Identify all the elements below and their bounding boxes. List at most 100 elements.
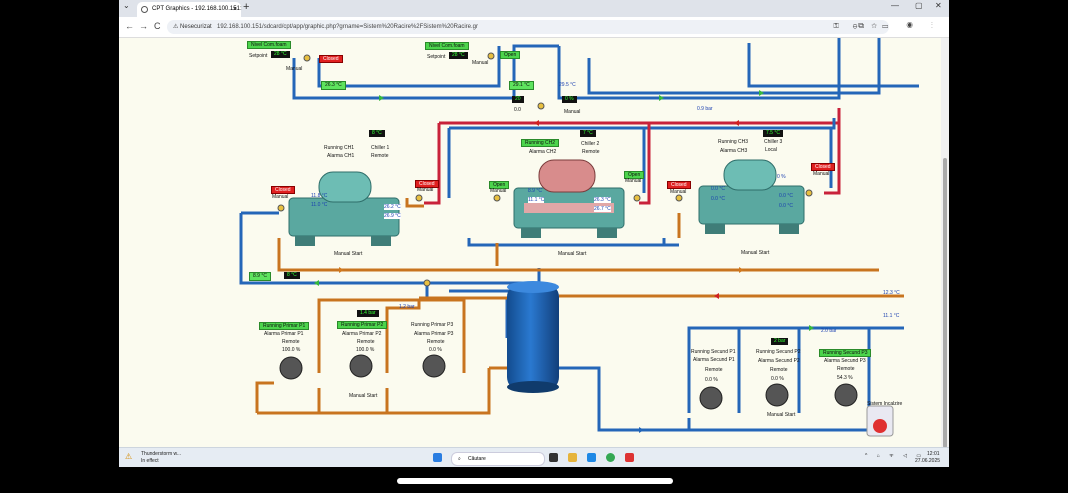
ch2-manual-start[interactable]: Manual Start	[558, 251, 587, 257]
tab-cpt-graphics[interactable]: CPT Graphics - 192.168.100.151: ×	[137, 2, 242, 17]
temp-return: 12.3 °C	[883, 290, 900, 296]
start-icon[interactable]	[433, 453, 442, 462]
sp3-running: Running Secund P3	[819, 349, 872, 357]
ch1-running: Running CH1	[324, 145, 355, 151]
chrome-icon[interactable]	[606, 453, 615, 462]
url-text[interactable]: 192.168.100.151/sdcard/cpt/app/graphic.p…	[217, 24, 478, 30]
browser-toolbar-icons[interactable]: ⧉ ▭ ◉ ⋮	[858, 21, 941, 30]
system-tray-icons[interactable]: ^ ⌂ ᯤ ◁ ▭	[865, 453, 926, 459]
security-indicator[interactable]: ⚠ Nesecurizat	[173, 24, 212, 30]
sp2-alarm: Alarma Secund P2	[758, 358, 800, 364]
ch3-pct: 0 %	[777, 174, 786, 180]
scrollbar-thumb[interactable]	[943, 158, 947, 448]
ch1-manual-start[interactable]: Manual Start	[334, 251, 363, 257]
closed-indicator-top-1[interactable]: Closed	[319, 55, 343, 63]
url-field[interactable]: ⚠ Nesecurizat 192.168.100.151/sdcard/cpt…	[167, 20, 889, 34]
temp-26-3: 26.3 °C	[321, 81, 346, 90]
temp-29-5: 29.5 °C	[559, 82, 576, 88]
ch3-name: Chiller 3	[764, 139, 783, 145]
ch1-temp-out: 11.0 °C	[311, 202, 328, 208]
ch2-temp-out: 11.1 °C	[528, 197, 545, 203]
forward-button[interactable]: →	[139, 21, 148, 31]
app-icon[interactable]	[625, 453, 634, 462]
clock-time[interactable]: 12:01	[927, 451, 940, 457]
open-indicator-top[interactable]: Open	[500, 51, 521, 59]
ch1-manual-right: Manual	[417, 187, 434, 193]
ch3-setpoint-box[interactable]: 7.5 °C	[763, 130, 783, 137]
ch2-open-left[interactable]: Open	[489, 181, 510, 189]
tab-close-icon[interactable]: ×	[232, 6, 237, 13]
clock-date[interactable]: 27.06.2025	[915, 458, 941, 464]
buffer-tank	[507, 281, 559, 393]
close-window-button[interactable]: ✕	[935, 1, 942, 10]
weather-title[interactable]: Thunderstorm w...	[141, 451, 182, 457]
ch3-closed-left[interactable]: Closed	[667, 181, 691, 189]
temp-setpoint-mid[interactable]: 8 °C	[284, 272, 300, 279]
sp2-pressure-box: 2 bar	[771, 338, 789, 345]
back-button[interactable]: ←	[125, 21, 134, 31]
ch3-alarm: Alarma CH3	[720, 148, 748, 154]
setpoint-label-2: Setpoint	[427, 54, 446, 60]
p3-pct: 0.0 %	[429, 347, 442, 353]
ch1-closed-right[interactable]: Closed	[415, 180, 439, 188]
sp3-alarm: Alarma Secund P3	[824, 358, 866, 364]
maximize-button[interactable]: ▢	[915, 1, 923, 10]
reload-button[interactable]: C	[154, 21, 161, 31]
globe-icon	[141, 6, 148, 13]
ch3-manual-start[interactable]: Manual Start	[741, 250, 770, 256]
heating-system-unit	[866, 405, 894, 437]
setpoint-value-2[interactable]: 28 °C	[449, 52, 468, 59]
ch3-running: Running CH3	[718, 139, 749, 145]
p1-pct: 100.0 %	[282, 347, 301, 353]
store-icon[interactable]	[587, 453, 596, 462]
sp1-pct: 0.0 %	[705, 377, 718, 383]
ch1-name: Chiller 1	[371, 145, 390, 151]
tab-search-button[interactable]: ⌄	[123, 1, 130, 10]
p3-alarm: Alarma Primar P3	[414, 331, 454, 337]
sp2-running: Running Secund P2	[756, 349, 801, 355]
sp2-pct: 0.0 %	[771, 376, 784, 382]
home-indicator[interactable]	[397, 478, 673, 484]
ch2-mode: Remote	[582, 149, 600, 155]
p3-running: Running Primar P3	[411, 322, 454, 328]
ch2-alarm: Alarma CH2	[529, 149, 557, 155]
ch3-temp-in: 0.0 °C	[711, 186, 725, 192]
ch1-temp-cond1: 26.2 °C	[384, 204, 401, 210]
taskbar-search[interactable]: ⌕ Căutare	[451, 452, 545, 466]
ch2-manual-left: Manual	[490, 188, 507, 194]
p1-mode: Remote	[282, 339, 300, 345]
primar-manual-start[interactable]: Manual Start	[349, 393, 378, 399]
p2-pressure-box: 1.4 bar	[357, 310, 379, 317]
p2-mode: Remote	[357, 339, 375, 345]
pressure-top: 0.9 bar	[697, 106, 713, 112]
manual-label-2: Manual	[472, 60, 489, 66]
search-icon: ⌕	[458, 456, 461, 462]
ch1-closed-left[interactable]: Closed	[271, 186, 295, 194]
chiller-1-machine	[288, 171, 400, 246]
ch2-open-right[interactable]: Open	[624, 171, 645, 179]
ch3-temp-out: 0.0 °C	[711, 196, 725, 202]
sp1-mode: Remote	[705, 367, 723, 373]
page-scrollbar[interactable]	[941, 38, 949, 448]
sp1-alarm: Alarma Secund P1	[693, 357, 735, 363]
task-view-icon[interactable]	[549, 453, 558, 462]
ch2-setpoint-box[interactable]: 7 °C	[580, 130, 596, 137]
ch2-temp-in: 8.9 °C	[528, 188, 542, 194]
omnibox-icons[interactable]: ⚿ ⊖ ☆	[833, 23, 883, 30]
address-bar: ← → C ⚠ Nesecurizat 192.168.100.151/sdca…	[119, 17, 949, 38]
ch3-mode: Local	[765, 147, 777, 153]
ch1-setpoint-box[interactable]: 8 °C	[369, 130, 385, 137]
setpoint-value-1[interactable]: 28 °C	[271, 51, 290, 58]
temp-supply-left: 8.9 °C	[249, 272, 271, 281]
temp-supply: 11.1 °C	[883, 313, 900, 319]
minimize-button[interactable]: —	[891, 1, 899, 10]
ch3-closed-right[interactable]: Closed	[811, 163, 835, 171]
file-explorer-icon[interactable]	[568, 453, 577, 462]
weather-warning-icon[interactable]: ⚠	[125, 452, 133, 461]
ch1-temp-cond2: 26.9 °C	[384, 213, 401, 219]
new-tab-button[interactable]: +	[243, 1, 250, 13]
ch2-manual-right: Manual	[625, 178, 642, 184]
ch2-temp-cond1: 26.3 °C	[594, 197, 611, 203]
secund-manual-start[interactable]: Manual Start	[767, 412, 796, 418]
sp1-running: Running Secund P1	[691, 349, 736, 355]
